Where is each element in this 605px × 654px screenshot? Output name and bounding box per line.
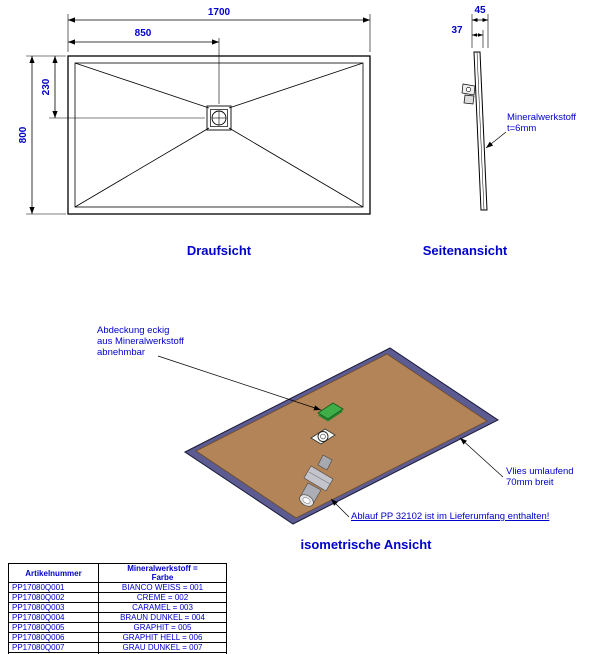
drain-note: Ablauf PP 32102 ist im Lieferumfang enth…: [351, 511, 550, 522]
material-color-header: Mineralwerkstoff = Farbe: [98, 563, 227, 583]
dim-base-thickness: 37: [451, 25, 463, 36]
top-view-drawing: [26, 14, 371, 215]
material-color-cell: GRAU DUNKEL = 007: [98, 642, 227, 653]
drain-symbol: [206, 105, 232, 131]
material-note: Mineralwerkstoff t=6mm: [507, 112, 576, 134]
material-color-cell: BRAUN DUNKEL = 004: [98, 612, 227, 623]
material-color-cell: GRAPHIT HELL = 006: [98, 632, 227, 643]
iso-view-title: isometrische Ansicht: [300, 537, 432, 552]
dim-depth: 800: [18, 126, 29, 144]
article-number-cell: PP17080Q007: [8, 642, 99, 653]
table-row: PP17080Q004 BRAUN DUNKEL = 004: [8, 612, 227, 623]
article-number-cell: PP17080Q006: [8, 632, 99, 643]
tray-surface: [195, 353, 488, 519]
article-number-cell: PP17080Q004: [8, 612, 99, 623]
material-color-cell: CARAMEL = 003: [98, 602, 227, 613]
vlies-note: Vlies umlaufend 70mm breit: [506, 466, 574, 488]
article-number-cell: PP17080Q002: [8, 592, 99, 603]
table-row: PP17080Q001 BIANCO WEISS = 001: [8, 582, 227, 593]
cover-note: Abdeckung eckig aus Mineralwerkstoff abn…: [97, 325, 184, 358]
side-view-title: Seitenansicht: [422, 243, 508, 258]
material-color-cell: BIANCO WEISS = 001: [98, 582, 227, 593]
drain-pipe: [299, 454, 334, 507]
article-number-cell: PP17080Q005: [8, 622, 99, 633]
dim-drain-offset: 230: [41, 78, 52, 96]
iso-view-drawing: [157, 347, 504, 525]
article-number-cell: PP17080Q001: [8, 582, 99, 593]
table-row: PP17080Q006 GRAPHIT HELL = 006: [8, 632, 227, 643]
dim-total-width: 1700: [207, 7, 231, 18]
material-color-cell: CREME = 002: [98, 592, 227, 603]
dim-half-width: 850: [134, 28, 152, 39]
side-view-drawing: [461, 14, 507, 211]
table-row: PP17080Q007 GRAU DUNKEL = 007: [8, 642, 227, 653]
dim-total-thickness: 45: [474, 5, 486, 16]
article-number-cell: PP17080Q003: [8, 602, 99, 613]
drain-trap-side: [461, 83, 476, 105]
table-header-row: Artikelnummer Mineralwerkstoff = Farbe: [8, 563, 227, 583]
table-row: PP17080Q005 GRAPHIT = 005: [8, 622, 227, 633]
leader-line: [157, 355, 322, 411]
article-table: Artikelnummer Mineralwerkstoff = Farbe P…: [8, 563, 227, 654]
table-row: PP17080Q002 CREME = 002: [8, 592, 227, 603]
leader-line: [459, 437, 504, 478]
article-number-header: Artikelnummer: [8, 563, 99, 583]
cover-plate: [317, 402, 344, 422]
material-color-cell: GRAPHIT = 005: [98, 622, 227, 633]
table-row: PP17080Q003 CARAMEL = 003: [8, 602, 227, 613]
drain-opening: [310, 428, 336, 445]
top-view-title: Draufsicht: [186, 243, 252, 258]
